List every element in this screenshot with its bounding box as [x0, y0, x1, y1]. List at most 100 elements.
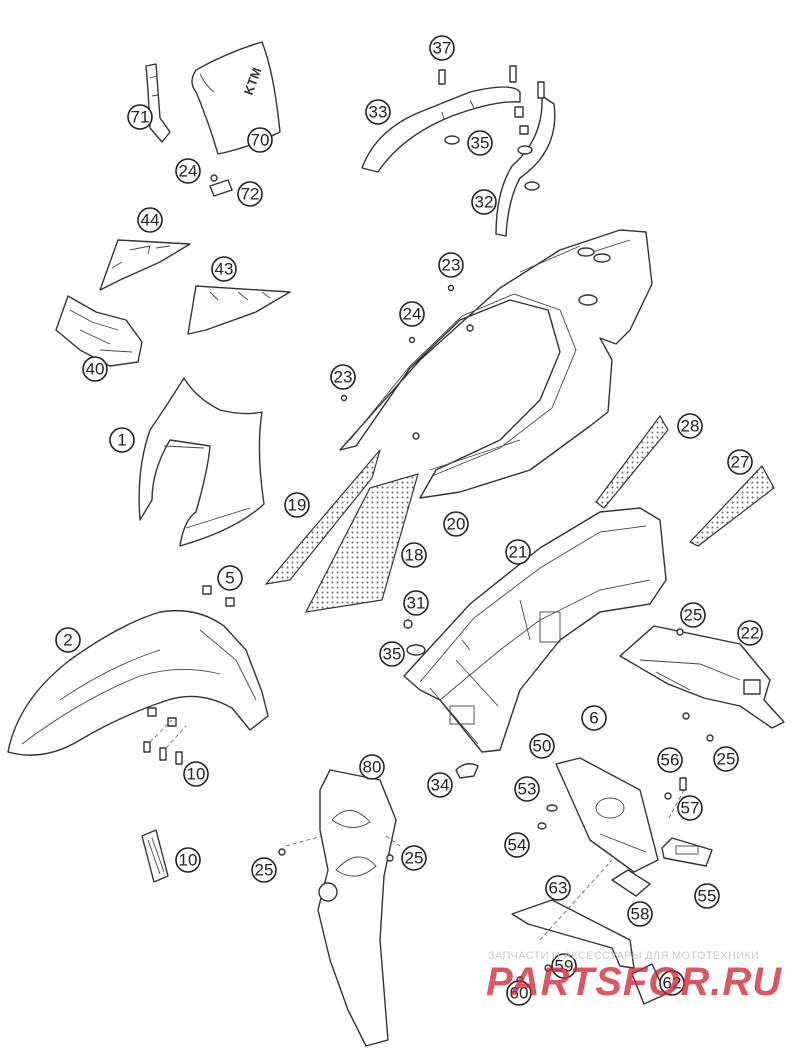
svg-text:24: 24	[403, 305, 422, 324]
part-10-reflector	[141, 829, 169, 883]
callout-58: 58	[627, 901, 653, 927]
svg-text:60: 60	[510, 984, 529, 1003]
svg-text:62: 62	[663, 974, 682, 993]
part-63-bracket	[511, 859, 635, 969]
svg-text:19: 19	[288, 496, 307, 515]
callout-25: 25	[401, 845, 427, 871]
callout-71: 71	[127, 104, 153, 130]
callout-72: 72	[237, 181, 263, 207]
part-55-plate-light	[661, 837, 713, 867]
svg-text:10: 10	[179, 851, 198, 870]
callout-6: 10	[183, 761, 209, 787]
callout-24: 24	[175, 158, 201, 184]
callout-23: 23	[438, 252, 464, 278]
svg-text:27: 27	[731, 453, 750, 472]
fasteners-top	[438, 65, 545, 191]
svg-text:24: 24	[179, 162, 198, 181]
svg-text:34: 34	[431, 776, 450, 795]
part-53-54-washers	[537, 804, 558, 830]
callout-25: 25	[680, 602, 706, 628]
callout-18: 18	[401, 542, 427, 568]
part-56-57-bolts	[664, 777, 687, 821]
callout-56: 56	[657, 747, 683, 773]
callout-63: 63	[545, 875, 571, 901]
callout-1: 1	[109, 427, 135, 453]
svg-text:63: 63	[549, 879, 568, 898]
svg-text:43: 43	[215, 260, 234, 279]
part-32-grab-handle	[361, 86, 521, 173]
svg-text:44: 44	[141, 211, 160, 230]
svg-text:10: 10	[187, 765, 206, 784]
svg-text:80: 80	[363, 758, 382, 777]
callout-20: 20	[443, 511, 469, 537]
svg-text:54: 54	[508, 836, 527, 855]
part-21-rear-fender	[403, 507, 667, 753]
callout-40: 40	[82, 356, 108, 382]
svg-text:6: 6	[589, 709, 598, 728]
svg-text:71: 71	[131, 108, 150, 127]
callout-44: 44	[137, 207, 163, 233]
part-22-tail-unit	[619, 625, 785, 729]
svg-text:25: 25	[717, 750, 736, 769]
part-72-clip	[209, 174, 233, 197]
svg-text:57: 57	[681, 799, 700, 818]
part-18-decal	[304, 473, 419, 613]
svg-text:23: 23	[442, 256, 461, 275]
part-28-decal	[595, 414, 669, 509]
callout-28: 28	[677, 413, 703, 439]
callout-43: 43	[211, 256, 237, 282]
svg-text:58: 58	[631, 905, 650, 924]
callout-25: 25	[251, 857, 277, 883]
callout-37: 37	[429, 35, 455, 61]
part-1-headlight-mask	[138, 377, 265, 547]
callout-2: 2	[55, 627, 81, 653]
callout-53: 53	[514, 776, 540, 802]
callout-31: 32	[471, 189, 497, 215]
svg-text:72: 72	[241, 185, 260, 204]
callout-21: 21	[505, 539, 531, 565]
callout-62: 62	[659, 970, 685, 996]
svg-text:25: 25	[255, 861, 274, 880]
part-34-clamp	[455, 763, 479, 779]
svg-text:20: 20	[447, 515, 466, 534]
svg-text:56: 56	[661, 751, 680, 770]
callout-24: 24	[399, 301, 425, 327]
callout-60: 60	[506, 980, 532, 1006]
watermark-brand: PARTSFOR.RU	[486, 960, 783, 1004]
part-40-scoop	[55, 295, 143, 367]
callout-7: 6	[581, 705, 607, 731]
callout-59: 59	[551, 953, 577, 979]
watermark-caption: ЗАПЧАСТИ И АКСЕССУАРЫ ДЛЯ МОТОТЕХНИКИ	[488, 950, 760, 962]
callout-19: 19	[284, 492, 310, 518]
part-20-side-panel	[339, 229, 653, 499]
callout-23: 23	[330, 364, 356, 390]
svg-text:18: 18	[405, 546, 424, 565]
svg-text:5: 5	[225, 569, 234, 588]
svg-text:53: 53	[518, 780, 537, 799]
part-58-bracket	[611, 869, 651, 897]
callout-70: 70	[247, 127, 273, 153]
svg-text:25: 25	[684, 606, 703, 625]
callout-25: 25	[713, 746, 739, 772]
svg-text:35: 35	[471, 134, 490, 153]
svg-text:28: 28	[681, 417, 700, 436]
callout-33: 31	[403, 590, 429, 616]
callout-5: 5	[217, 565, 243, 591]
svg-text:59: 59	[555, 957, 574, 976]
callout-35: 35	[467, 130, 493, 156]
part-5-spacers	[147, 585, 235, 727]
part-31-grab-handle	[495, 95, 556, 237]
part-71-stand	[145, 63, 171, 143]
svg-text:55: 55	[698, 887, 717, 906]
callout-55: 55	[694, 883, 720, 909]
svg-text:2: 2	[63, 631, 72, 650]
part-33-35-fasteners	[403, 619, 426, 656]
part-44-spoiler	[99, 239, 191, 291]
callout-27: 27	[727, 449, 753, 475]
svg-text:1: 1	[117, 431, 126, 450]
svg-text:35: 35	[383, 645, 402, 664]
svg-text:23: 23	[334, 368, 353, 387]
svg-text:40: 40	[86, 360, 105, 379]
svg-text:70: 70	[251, 131, 270, 150]
